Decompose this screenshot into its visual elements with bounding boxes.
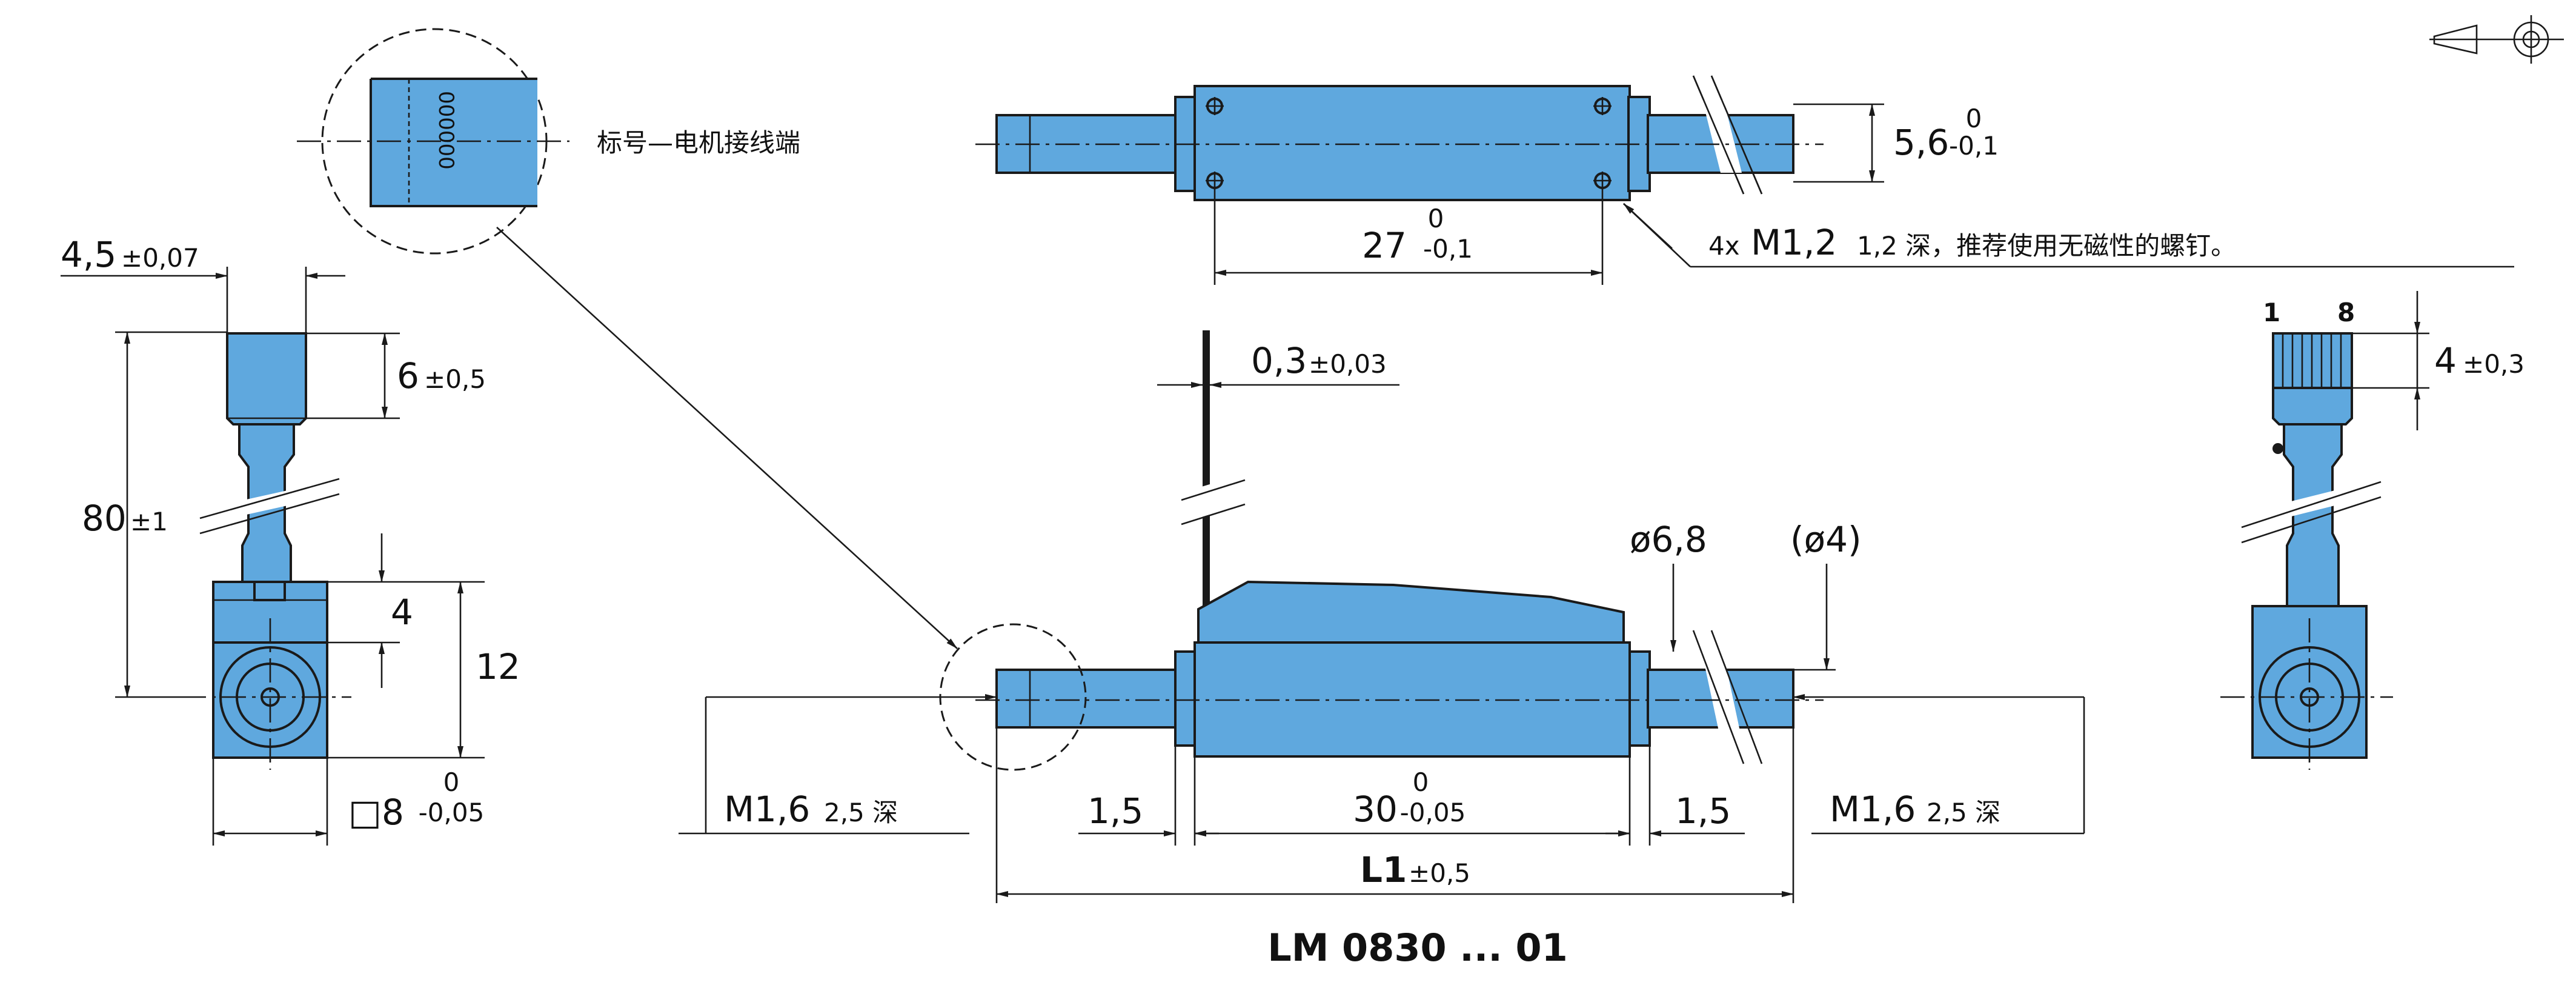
front-view: 0,3 ±0,03 ø6,8 (ø4) M1,6 2,5 深 M1,6 2,5 … — [679, 330, 2085, 903]
front-thread-left: M1,6 — [724, 789, 810, 830]
left-width-dim: 4,5 — [61, 234, 116, 275]
front-thread-left-depth: 2,5 深 — [824, 798, 898, 827]
top-view: 5,6 0 -0,1 0 27 -0,1 4x M1,2 1,2 深，推荐使用无… — [975, 75, 2514, 285]
left-square-tol-upper: 0 — [443, 767, 460, 797]
top-hole-spacing-tol-upper: 0 — [1428, 204, 1444, 233]
projection-symbol-icon — [2429, 15, 2564, 64]
left-width-tol: ±0,07 — [121, 243, 199, 273]
right-connector-height-dim: 4 — [2434, 340, 2457, 381]
top-height-dim: 5,6 — [1893, 122, 1949, 163]
left-view: 4,5 ±0,07 6 ±0,5 80 ±1 4 12 □ 8 0 -0,05 — [61, 234, 520, 846]
left-connector-tol: ±0,5 — [424, 364, 486, 394]
front-total-length-tol: ±0,5 — [1409, 858, 1470, 888]
front-body-length-tol-upper: 0 — [1413, 767, 1429, 797]
right-pin-last: 8 — [2337, 298, 2355, 327]
front-cable-thickness-dim: 0,3 — [1251, 340, 1307, 381]
left-height-dim: 12 — [476, 646, 520, 687]
left-length-dim: 80 — [82, 498, 127, 539]
front-offset-left: 1,5 — [1087, 790, 1143, 832]
front-rod-diameter: ø6,8 — [1630, 519, 1707, 560]
screw-note-thread: M1,2 — [1751, 222, 1837, 263]
screw-note-prefix: 4x — [1708, 231, 1740, 261]
front-rod-end-diameter: (ø4) — [1790, 519, 1862, 560]
left-square-tol-lower: -0,05 — [419, 798, 485, 827]
right-connector-height-tol: ±0,3 — [2463, 349, 2525, 379]
connector-pins-icon — [2282, 335, 2342, 387]
left-square-dim: 8 — [382, 792, 404, 833]
detail-callout-label: 标号—电机接线端 — [597, 128, 800, 158]
detail-callout: 000000 标号—电机接线端 — [297, 28, 958, 649]
left-offset-dim: 4 — [391, 592, 413, 633]
front-body-length-tol-lower: -0,05 — [1400, 798, 1466, 827]
right-view: 1 8 4 ±0,3 — [2220, 291, 2525, 770]
front-offset-right: 1,5 — [1675, 790, 1731, 832]
front-total-length-dim: L1 — [1360, 849, 1407, 890]
left-connector-dim: 6 — [397, 355, 419, 396]
drawing-title: LM 0830 ... 01 — [1267, 926, 1567, 970]
top-hole-spacing-dim: 27 — [1362, 225, 1407, 266]
right-pin-first: 1 — [2263, 298, 2280, 327]
front-body-length-dim: 30 — [1353, 789, 1398, 830]
front-cable-thickness-tol: ±0,03 — [1309, 349, 1387, 379]
detail-pin-marks: 000000 — [434, 91, 458, 170]
top-height-tol-lower: -0,1 — [1949, 131, 1999, 161]
front-thread-right-depth: 2,5 深 — [1927, 798, 2000, 827]
screw-note-text: 1,2 深，推荐使用无磁性的螺钉。 — [1857, 231, 2236, 261]
top-hole-spacing-tol-lower: -0,1 — [1423, 234, 1473, 264]
top-height-tol-upper: 0 — [1966, 104, 1982, 133]
left-square-symbol: □ — [348, 792, 382, 833]
front-thread-right: M1,6 — [1830, 789, 1916, 830]
left-length-tol: ±1 — [130, 507, 168, 536]
